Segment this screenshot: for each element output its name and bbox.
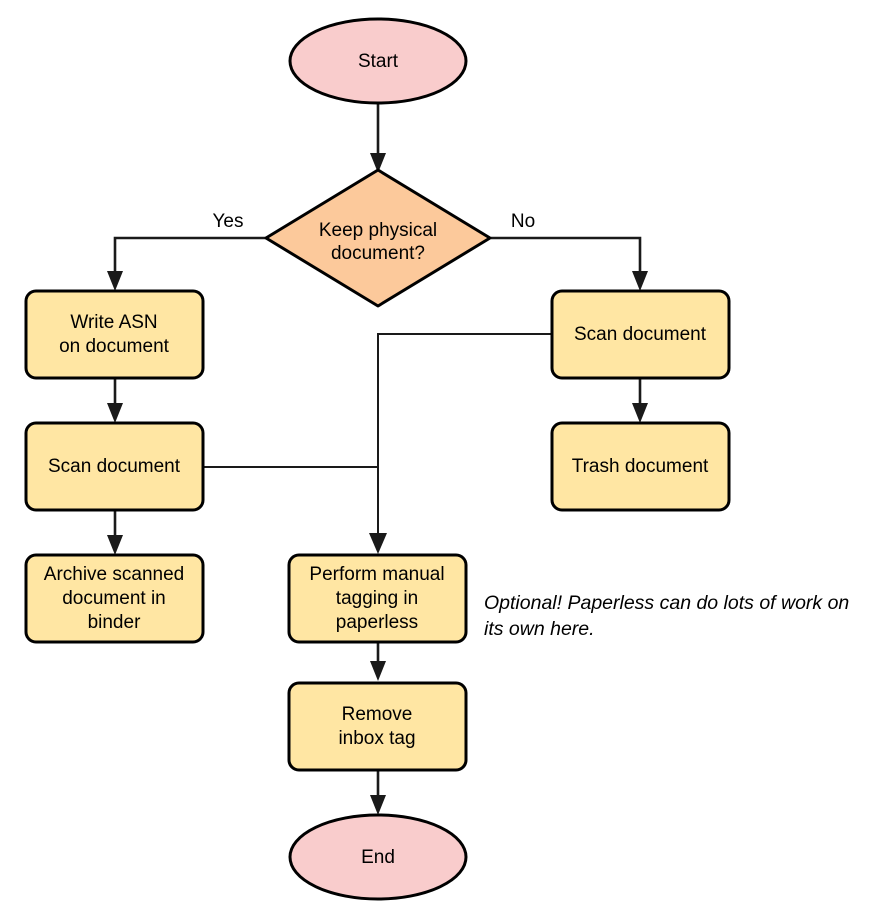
node-archive-label-line3: binder <box>88 612 141 633</box>
archive-binder-box-shape <box>24 553 205 644</box>
edge-manual-tagging-to-remove-inbox <box>370 642 386 681</box>
node-write-asn-label-line2: on document <box>59 336 170 357</box>
edge-decision-no-to-scan-right <box>491 236 648 291</box>
end-ellipse-shape <box>288 813 468 901</box>
node-trash-document-label: Trash document <box>572 456 709 477</box>
trash-document-box-shape <box>550 421 731 512</box>
edge-label-no: No <box>511 211 535 232</box>
edge-write-asn-to-scan-left <box>107 377 123 423</box>
node-start-label: Start <box>358 51 399 72</box>
arrowhead-icon <box>632 271 648 291</box>
arrowhead-icon <box>107 271 123 291</box>
node-write-asn-on-document[interactable]: Write ASN on document <box>24 289 205 380</box>
node-remove-inbox-label-line1: Remove <box>342 704 413 725</box>
node-remove-inbox-tag[interactable]: Remove inbox tag <box>287 681 468 772</box>
annotation-line1: Optional! Paperless can do lots of work … <box>484 592 849 614</box>
node-archive-label-line1: Archive scanned <box>44 564 184 585</box>
node-decision-label-line1: Keep physical <box>319 220 437 241</box>
node-remove-inbox-label-line2: inbox tag <box>338 728 415 749</box>
node-end[interactable]: End <box>288 813 468 901</box>
edge-scan-right-to-manual-tagging <box>369 333 552 554</box>
arrowhead-icon <box>107 403 123 423</box>
edge-start-to-decision <box>370 102 386 173</box>
edge-remove-inbox-to-end <box>370 770 386 815</box>
node-manual-tagging-label-line1: Perform manual <box>309 564 444 585</box>
node-scan-document-left[interactable]: Scan document <box>24 421 205 512</box>
node-decision-label-line2: document? <box>331 243 425 264</box>
arrowhead-icon <box>370 661 386 681</box>
node-trash-document[interactable]: Trash document <box>550 421 731 512</box>
node-archive-scanned-document-in-binder[interactable]: Archive scanned document in binder <box>24 553 205 644</box>
arrowhead-icon <box>370 795 386 815</box>
node-end-label: End <box>361 847 395 868</box>
node-write-asn-label-line1: Write ASN <box>70 312 157 333</box>
node-scan-document-right-label: Scan document <box>574 324 707 345</box>
node-archive-label-line2: document in <box>62 588 166 609</box>
manual-tagging-box-shape <box>287 553 468 644</box>
write-asn-box-shape <box>24 289 205 380</box>
node-scan-document-left-label: Scan document <box>48 456 181 477</box>
arrowhead-icon <box>370 153 386 173</box>
node-scan-document-right[interactable]: Scan document <box>550 289 731 380</box>
start-ellipse-shape <box>288 17 468 105</box>
decision-diamond-shape <box>264 168 492 308</box>
arrowhead-icon <box>369 533 387 554</box>
remove-inbox-tag-box-shape <box>287 681 468 772</box>
edge-scan-right-to-trash <box>632 377 648 423</box>
scan-document-right-box-shape <box>550 289 731 380</box>
annotation-line2: its own here. <box>484 618 595 640</box>
node-perform-manual-tagging[interactable]: Perform manual tagging in paperless <box>287 553 468 644</box>
annotation-optional-note: Optional! Paperless can do lots of work … <box>484 592 849 640</box>
node-decision-keep-physical-document[interactable]: Keep physical document? <box>264 168 492 308</box>
scan-document-left-box-shape <box>24 421 205 512</box>
node-manual-tagging-label-line3: paperless <box>336 612 418 633</box>
arrowhead-icon <box>632 403 648 423</box>
edge-decision-yes-to-write-asn <box>107 236 266 291</box>
node-start[interactable]: Start <box>288 17 468 105</box>
arrowhead-icon <box>107 535 123 555</box>
node-manual-tagging-label-line2: tagging in <box>336 588 418 609</box>
edge-label-yes: Yes <box>213 211 244 232</box>
edge-scan-left-to-archive <box>107 509 123 555</box>
